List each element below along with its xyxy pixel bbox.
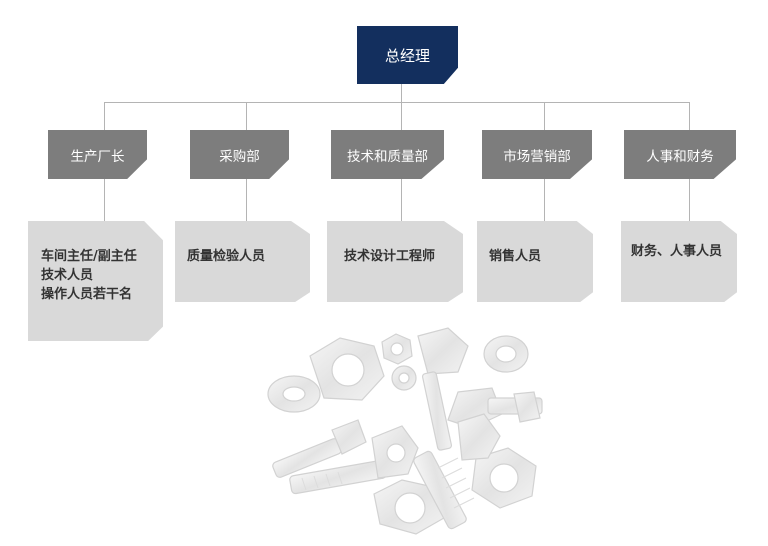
connector-detail-3: [401, 179, 402, 221]
dept-purchasing: 采购部: [190, 130, 289, 179]
connector-detail-2: [246, 179, 247, 221]
connector-dept-5: [689, 102, 690, 130]
connector-dept-2: [246, 102, 247, 130]
detail-purchasing: 质量检验人员: [175, 221, 310, 302]
dept-production: 生产厂长: [48, 130, 147, 179]
connector-detail-4: [544, 179, 545, 221]
node-general-manager: 总经理: [357, 26, 458, 84]
dept-tech-quality-label: 技术和质量部: [347, 148, 428, 165]
connector-horizontal: [104, 102, 690, 103]
dept-tech-quality: 技术和质量部: [331, 130, 444, 179]
connector-dept-1: [104, 102, 105, 130]
detail-production-line-2: 技术人员: [41, 268, 94, 283]
connector-dept-4: [544, 102, 545, 130]
dept-hr-finance-label: 人事和财务: [646, 148, 714, 165]
connector-detail-1: [104, 179, 105, 221]
detail-marketing: 销售人员: [477, 221, 593, 302]
detail-tech-quality: 技术设计工程师: [327, 221, 463, 302]
dept-marketing-label: 市场营销部: [503, 148, 571, 165]
dept-production-label: 生产厂长: [70, 148, 125, 165]
detail-production: 车间主任/副主任 技术人员 操作人员若干名: [28, 221, 163, 341]
dept-marketing: 市场营销部: [482, 130, 592, 179]
node-general-manager-label: 总经理: [384, 46, 430, 65]
dept-hr-finance: 人事和财务: [624, 130, 736, 179]
detail-purchasing-line-1: 质量检验人员: [187, 249, 266, 264]
dept-purchasing-label: 采购部: [219, 148, 260, 165]
connector-detail-5: [689, 179, 690, 221]
connector-top-vertical: [401, 84, 402, 103]
detail-production-line-1: 车间主任/副主任: [41, 249, 137, 264]
connector-dept-3: [401, 102, 402, 130]
detail-hr-finance: 财务、人事人员: [621, 221, 737, 302]
detail-marketing-line-1: 销售人员: [489, 249, 542, 264]
detail-tech-quality-line-1: 技术设计工程师: [344, 249, 436, 264]
detail-hr-finance-line-1: 财务、人事人员: [631, 244, 723, 259]
detail-production-line-3: 操作人员若干名: [41, 287, 133, 302]
nuts-and-bolts-icon: [267, 327, 543, 535]
